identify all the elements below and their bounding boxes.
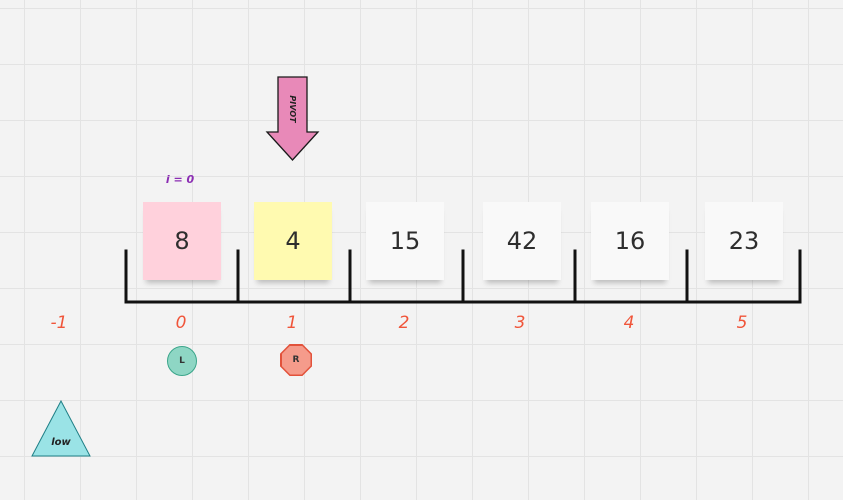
index-label: 1 [286,313,298,333]
low-marker-label: low [51,437,71,448]
array-cell-2[interactable]: 15 [366,202,444,280]
index-label: 0 [175,313,187,333]
index-label: -1 [50,313,68,333]
array-cell-5[interactable]: 23 [705,202,783,280]
index-label: 5 [736,313,748,333]
low-marker[interactable]: low [30,399,92,459]
index-label: 3 [514,313,526,333]
right-pointer-marker[interactable]: R [281,345,311,375]
index-label: 4 [623,313,635,333]
pivot-arrow[interactable]: PIVOT [263,74,323,164]
pivot-arrow-shape [265,76,320,161]
array-cell-0[interactable]: 8 [143,202,221,280]
index-label: 2 [398,313,410,333]
array-cell-3[interactable]: 42 [483,202,561,280]
array-cell-4[interactable]: 16 [591,202,669,280]
low-triangle-shape [31,399,91,457]
array-cell-1[interactable]: 4 [254,202,332,280]
left-pointer-marker[interactable]: L [167,346,197,376]
pivot-arrow-label: PIVOT [288,95,297,123]
i-label: i = 0 [165,173,195,186]
